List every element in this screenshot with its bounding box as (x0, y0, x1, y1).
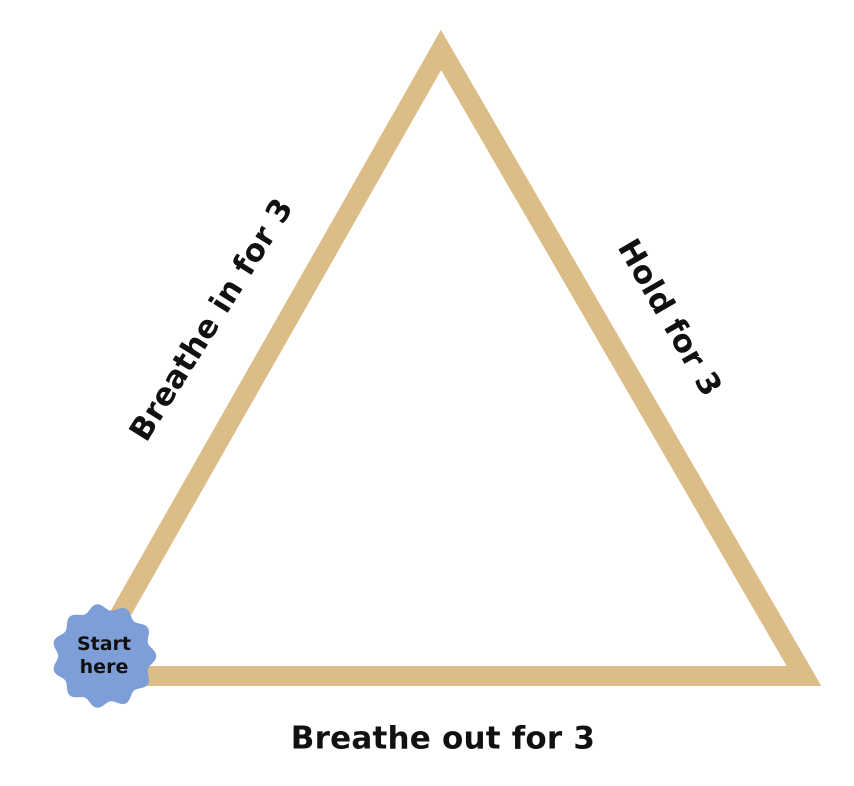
badge-line-here: here (79, 656, 129, 678)
start-here-badge: Start here (51, 603, 157, 709)
scalloped-badge-icon (53, 604, 157, 708)
bottom-edge-label: Breathe out for 3 (290, 720, 596, 757)
badge-text: Start here (51, 603, 157, 709)
badge-line-start: Start (76, 633, 132, 655)
triangle-outline (67, 29, 822, 686)
